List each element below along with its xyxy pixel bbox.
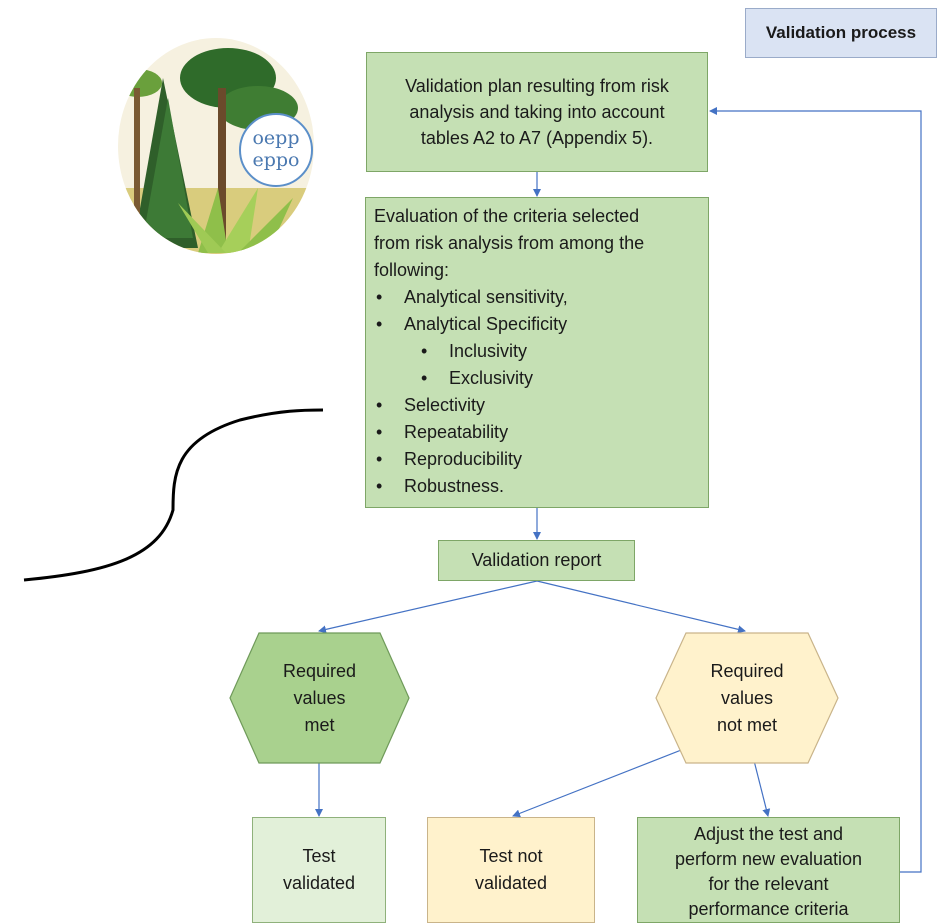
required-values-not-met-hexagon: Required values not met <box>655 632 839 764</box>
plan-line-1: Validation plan resulting from risk <box>405 76 669 96</box>
not-met-line-2: values <box>720 687 773 708</box>
criterion-item: Robustness. <box>374 473 700 500</box>
test-not-validated-line-1: Test not <box>479 846 543 866</box>
arrow-report-to-met <box>318 580 538 634</box>
adjust-line-1: Adjust the test and <box>693 824 844 844</box>
criteria-intro-2: from risk analysis from among the <box>374 233 645 253</box>
not-met-line-1: Required <box>710 660 784 681</box>
arrow-adjust-loop-to-plan <box>709 107 922 873</box>
validation-process-label: Validation process <box>765 23 917 42</box>
validation-process-tag: Validation process <box>745 8 937 58</box>
test-not-validated-line-2: validated <box>474 873 548 893</box>
plan-line-3: tables A2 to A7 (Appendix 5). <box>420 128 654 148</box>
logo-text-line1: oepp <box>252 127 299 149</box>
met-line-3: met <box>304 714 335 735</box>
criteria-intro-1: Evaluation of the criteria selected <box>374 206 640 226</box>
criterion-item: Selectivity <box>374 392 700 419</box>
adjust-line-3: for the relevant <box>708 874 829 894</box>
criterion-item: Reproducibility <box>374 446 700 473</box>
met-line-2: values <box>293 687 346 708</box>
criterion-item: Repeatability <box>374 419 700 446</box>
criteria-evaluation-box: Evaluation of the criteria selected from… <box>365 197 709 508</box>
adjust-line-4: performance criteria <box>688 899 849 919</box>
test-not-validated-box: Test not validated <box>427 817 595 923</box>
test-validated-line-1: Test <box>302 846 336 866</box>
plan-line-2: analysis and taking into account <box>409 102 665 122</box>
required-values-met-hexagon: Required values met <box>229 632 410 764</box>
criterion-subitem: Inclusivity <box>374 338 700 365</box>
decorative-curve <box>23 408 324 582</box>
logo-text-line2: eppo <box>252 149 299 171</box>
test-validated-box: Test validated <box>252 817 386 923</box>
eppo-logo: oepp eppo <box>118 38 314 254</box>
criteria-intro-3: following: <box>374 260 450 280</box>
adjust-line-2: perform new evaluation <box>674 849 863 869</box>
arrow-report-to-notmet <box>536 580 746 634</box>
validation-plan-box: Validation plan resulting from risk anal… <box>366 52 708 172</box>
criteria-list: Analytical sensitivity, Analytical Speci… <box>374 284 700 500</box>
adjust-test-box: Adjust the test and perform new evaluati… <box>637 817 900 923</box>
validation-report-box: Validation report <box>438 540 635 581</box>
test-validated-line-2: validated <box>282 873 356 893</box>
not-met-line-3: not met <box>716 714 777 735</box>
met-line-1: Required <box>282 660 357 681</box>
criterion-item: Analytical sensitivity, <box>374 284 700 311</box>
criterion-subitem: Exclusivity <box>374 365 700 392</box>
validation-report-label: Validation report <box>471 550 602 570</box>
criterion-item: Analytical Specificity <box>374 311 700 338</box>
